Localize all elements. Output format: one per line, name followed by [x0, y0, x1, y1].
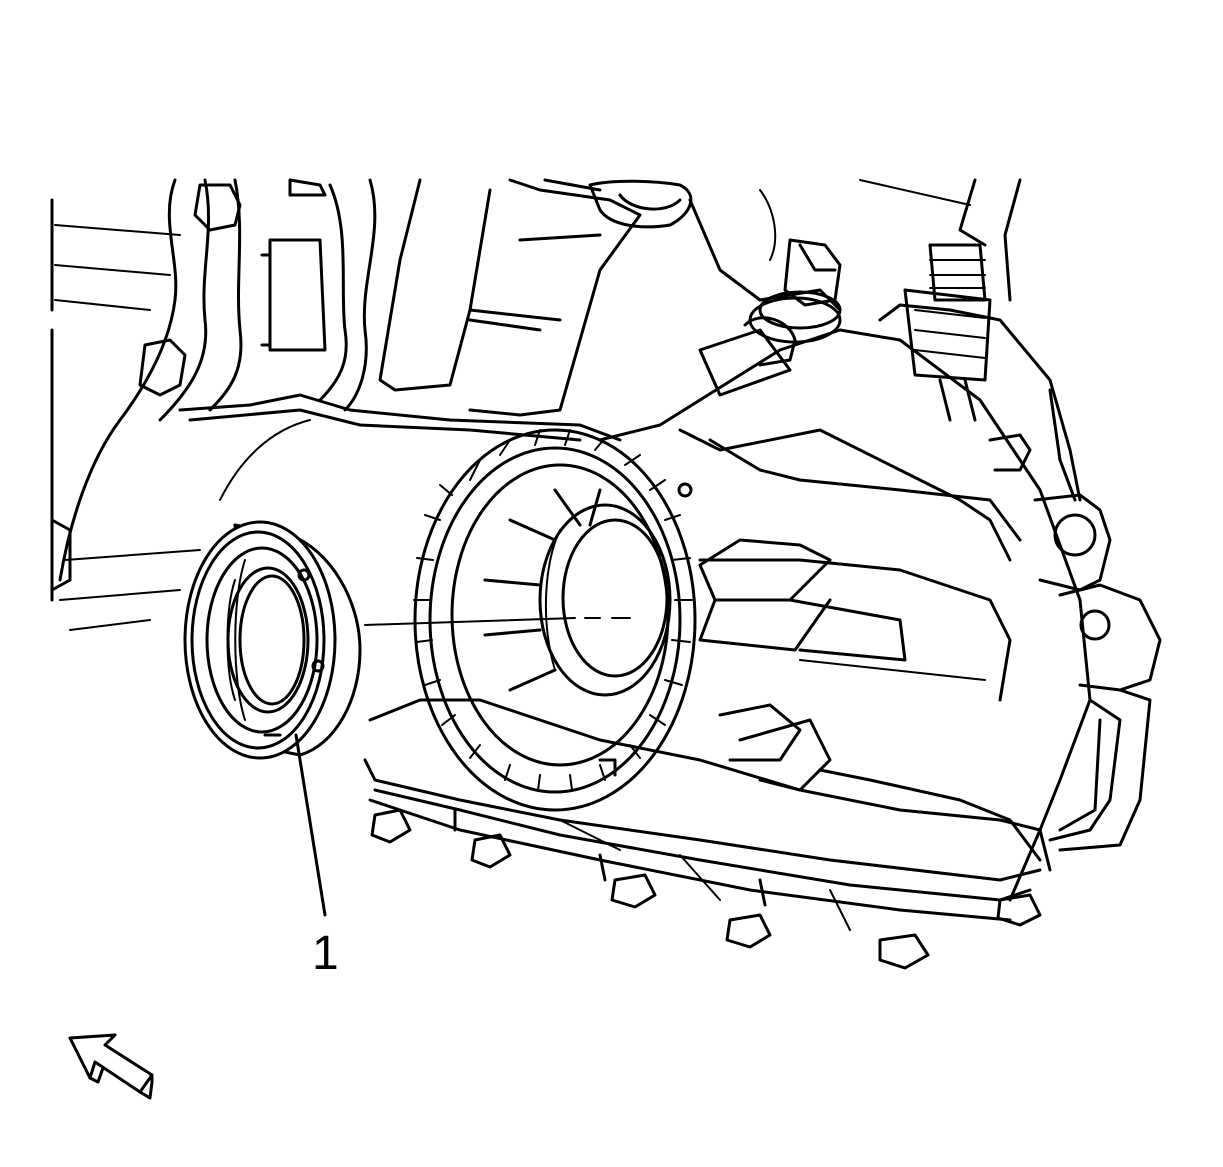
callout-label-1: 1	[312, 927, 339, 980]
oil-seal	[183, 520, 362, 760]
callout-leader-line	[294, 733, 327, 917]
centerline	[364, 617, 631, 626]
upper-housing	[50, 178, 1022, 631]
top-bolt	[698, 238, 842, 397]
view-direction-arrow-icon	[68, 1033, 154, 1100]
housing-body	[363, 303, 1162, 970]
wire-connector	[903, 243, 992, 422]
output-flange	[413, 428, 697, 812]
